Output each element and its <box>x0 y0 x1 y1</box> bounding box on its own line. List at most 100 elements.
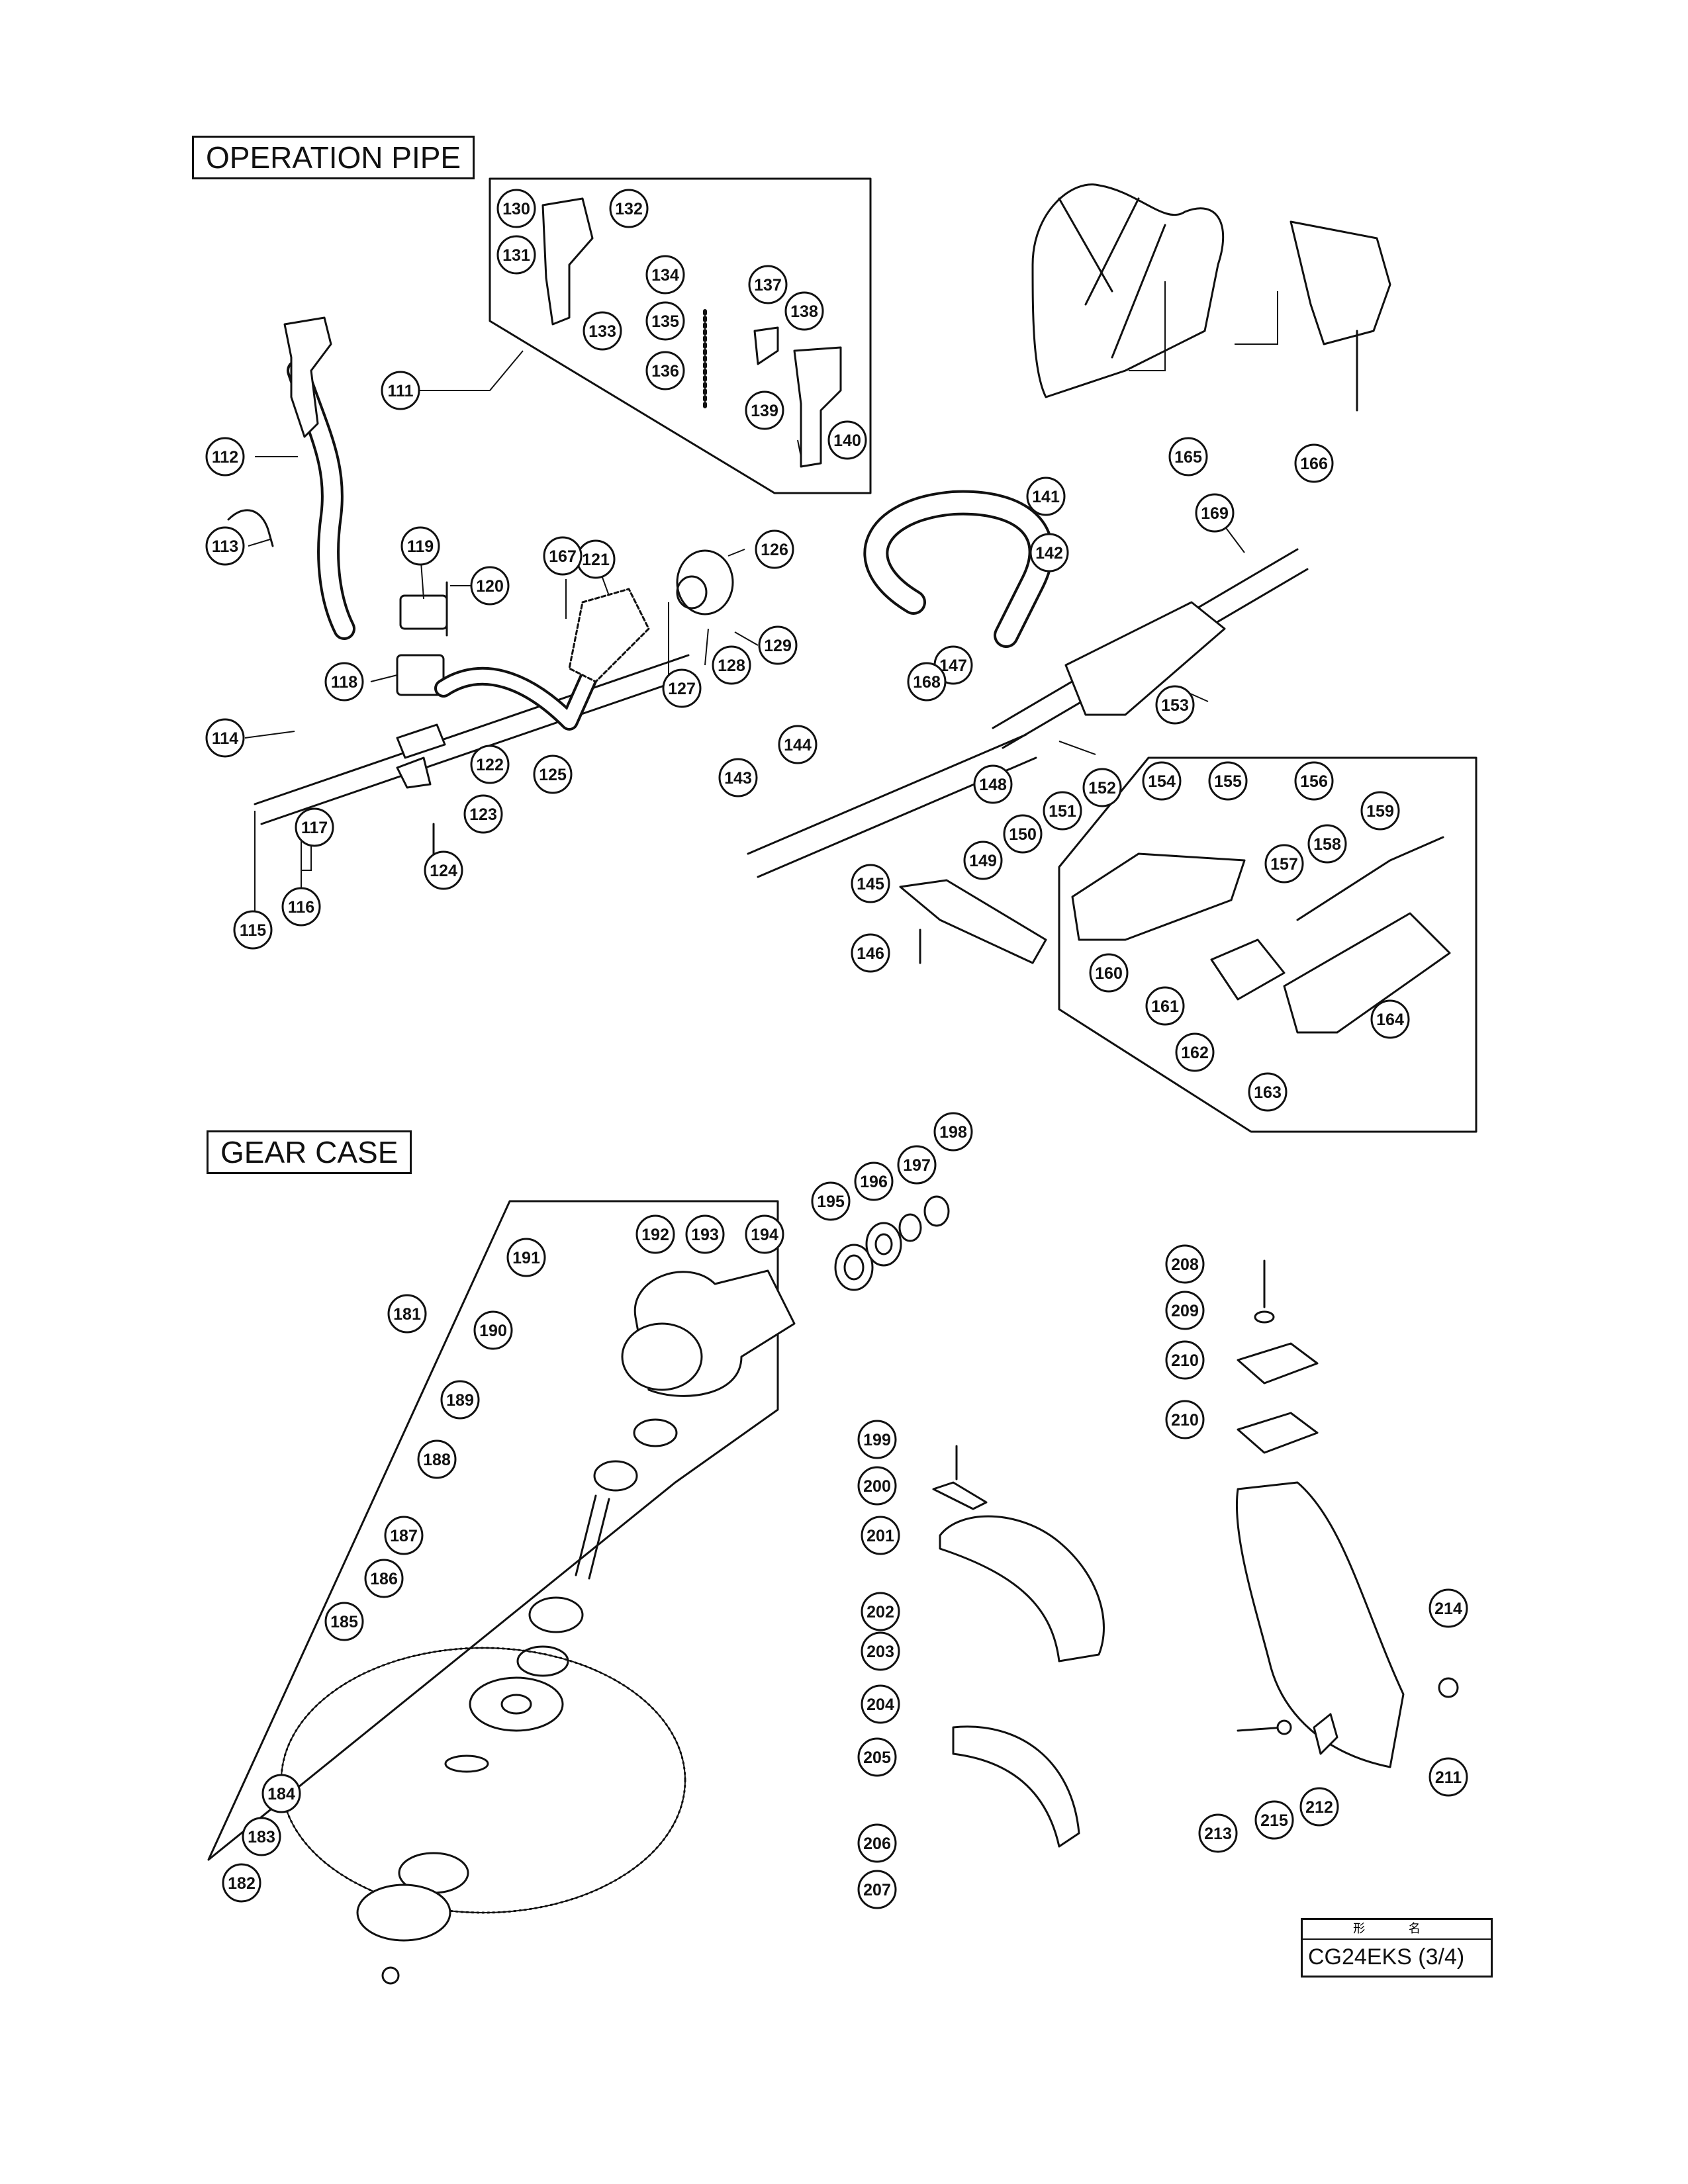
part-number-label: 169 <box>1201 504 1229 523</box>
part-callout-circle <box>609 189 649 228</box>
part-number-label: 198 <box>939 1123 967 1142</box>
part-callout-circle <box>1089 953 1129 993</box>
part-number-label: 113 <box>212 537 238 556</box>
part-callout-circle <box>470 745 510 784</box>
part-number-label: 185 <box>330 1613 358 1631</box>
circlip-198 <box>923 1195 950 1227</box>
part-callout-124: 124 <box>424 850 463 890</box>
part-number-label: 133 <box>588 322 616 341</box>
part-callout-circle <box>1082 768 1122 807</box>
part-number-label: 131 <box>502 246 530 265</box>
part-callout-208: 208 <box>1165 1244 1205 1284</box>
part-callout-circle <box>645 301 685 341</box>
part-callout-circle <box>857 1737 897 1777</box>
part-callout-circle <box>463 794 503 834</box>
nut-214 <box>1438 1677 1459 1698</box>
part-callout-191: 191 <box>506 1238 546 1277</box>
part-callout-circle <box>963 841 1003 880</box>
part-callout-circle <box>861 1684 900 1724</box>
part-number-label: 144 <box>784 736 812 754</box>
part-number-label: 125 <box>539 766 567 784</box>
part-callout-210: 210 <box>1165 1400 1205 1439</box>
part-callout-circle <box>1165 1340 1205 1380</box>
part-number-label: 187 <box>390 1527 418 1545</box>
part-callout-129: 129 <box>758 625 798 665</box>
part-callout-circle <box>1429 1757 1468 1797</box>
part-number-label: 211 <box>1435 1768 1462 1787</box>
part-callout-circle <box>1165 1400 1205 1439</box>
throttle-case-half-160 <box>1071 852 1246 941</box>
circlip-186 <box>516 1645 569 1677</box>
bearing-187 <box>528 1596 584 1633</box>
part-callout-circle <box>1307 824 1347 864</box>
part-callout-148: 148 <box>973 764 1013 804</box>
part-callout-157: 157 <box>1264 844 1304 884</box>
part-number-label: 161 <box>1151 997 1179 1016</box>
ring-197 <box>898 1213 922 1242</box>
part-number-label: 206 <box>863 1835 891 1853</box>
part-number-label: 137 <box>754 276 782 295</box>
part-callout-circle <box>758 625 798 665</box>
part-number-label: 114 <box>212 729 238 748</box>
part-callout-212: 212 <box>1299 1787 1339 1827</box>
part-number-label: 142 <box>1035 544 1063 563</box>
part-callout-circle <box>1208 761 1248 801</box>
part-number-label: 129 <box>764 637 792 655</box>
part-callout-circle <box>381 371 420 410</box>
part-number-label: 152 <box>1088 779 1116 797</box>
part-number-label: 165 <box>1174 448 1202 467</box>
part-number-label: 123 <box>469 805 497 824</box>
part-callout-141: 141 <box>1026 477 1066 516</box>
section-label-operation-pipe: OPERATION PIPE <box>192 136 475 179</box>
part-number-label: 150 <box>1009 825 1037 844</box>
part-number-label: 191 <box>512 1249 540 1267</box>
trigger-housing-130 <box>541 197 594 326</box>
part-callout-135: 135 <box>645 301 685 341</box>
part-number-label: 121 <box>582 551 610 569</box>
foam-grip-121 <box>568 588 650 683</box>
part-callout-circle <box>583 311 622 351</box>
part-callout-circle <box>851 933 890 973</box>
part-callout-160: 160 <box>1089 953 1129 993</box>
part-callout-193: 193 <box>685 1214 725 1254</box>
part-callout-circle <box>384 1516 424 1555</box>
part-callout-206: 206 <box>857 1823 897 1863</box>
part-number-label: 160 <box>1095 964 1123 983</box>
part-number-label: 135 <box>651 312 679 331</box>
part-number-label: 145 <box>857 875 884 893</box>
part-callout-circle <box>1165 1291 1205 1330</box>
part-callout-213: 213 <box>1198 1813 1238 1853</box>
part-callout-146: 146 <box>851 933 890 973</box>
part-callout-circle <box>1026 477 1066 516</box>
part-number-label: 186 <box>370 1570 398 1588</box>
part-callout-circle <box>295 807 334 847</box>
part-callout-185: 185 <box>324 1602 364 1641</box>
part-callout-circle <box>1003 814 1043 854</box>
part-callout-circle <box>1294 443 1334 483</box>
throttle-lever-161 <box>1210 938 1286 1001</box>
bearing-196 <box>865 1222 902 1267</box>
part-number-label: 143 <box>724 769 752 788</box>
bearing-190 <box>633 1418 678 1447</box>
part-callout-circle <box>533 754 573 794</box>
part-number-label: 163 <box>1254 1083 1282 1102</box>
part-callout-circle <box>222 1863 261 1903</box>
clamp-210-lower <box>1237 1412 1319 1454</box>
part-callout-195: 195 <box>811 1181 851 1221</box>
part-callout-205: 205 <box>857 1737 897 1777</box>
part-callout-circle <box>473 1310 513 1350</box>
part-number-label: 200 <box>863 1477 891 1496</box>
part-callout-circle <box>1198 1813 1238 1853</box>
part-callout-145: 145 <box>851 864 890 903</box>
part-number-label: 215 <box>1260 1811 1288 1830</box>
part-number-label: 126 <box>761 541 788 559</box>
part-number-label: 183 <box>248 1828 275 1846</box>
part-number-label: 115 <box>240 921 266 940</box>
part-callout-circle <box>470 566 510 606</box>
part-callout-131: 131 <box>496 235 536 275</box>
part-number-label: 210 <box>1171 1351 1199 1370</box>
throttle-case-half-164 <box>1283 912 1451 1034</box>
part-callout-114: 114 <box>205 718 245 758</box>
guard-201 <box>939 1515 1105 1662</box>
part-callout-156: 156 <box>1294 761 1334 801</box>
